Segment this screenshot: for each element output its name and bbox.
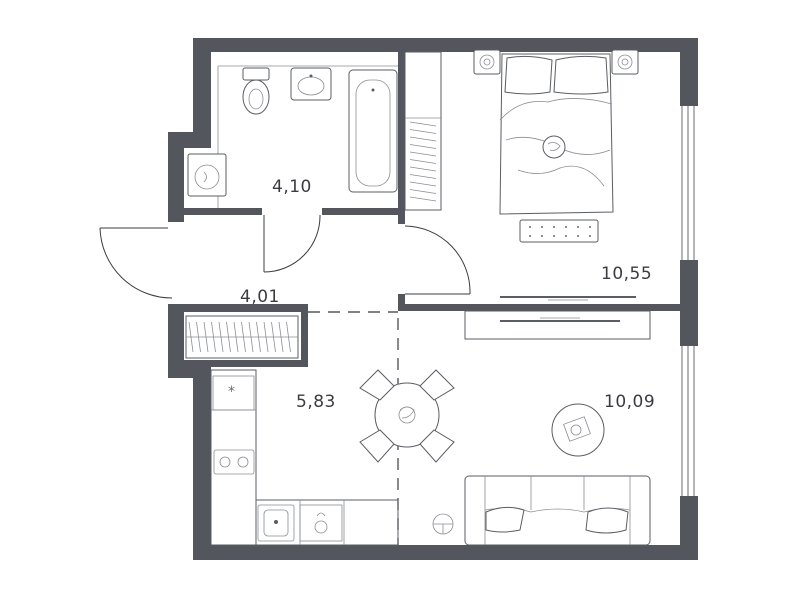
wall-bedroom-bottom — [398, 304, 698, 311]
hanger-mark — [196, 321, 201, 353]
hanger-mark — [256, 321, 261, 353]
hanger-mark — [271, 321, 276, 353]
washing-machine-icon — [187, 153, 227, 197]
kitchen-sink-icon — [257, 504, 295, 542]
sofa-icon — [432, 475, 651, 546]
wall-left-washer — [168, 132, 184, 222]
rug-dot — [529, 235, 531, 237]
hanger-mark — [409, 129, 437, 134]
dining-chair-top-left-icon — [359, 369, 395, 401]
rug-dot — [589, 235, 591, 237]
rug-dot — [577, 226, 579, 228]
hanger-mark — [409, 189, 437, 194]
wall-left-wardrobe — [168, 304, 184, 376]
wall-top — [193, 38, 698, 52]
hanger-mark — [409, 121, 437, 127]
hanger-mark — [409, 144, 437, 149]
wall-bath-bottom-right — [322, 208, 405, 215]
entrance-door — [99, 227, 173, 299]
rug-dot — [541, 235, 543, 237]
hanger-mark — [409, 136, 437, 142]
hanger-mark — [409, 196, 437, 202]
coffee-table-icon — [551, 403, 605, 457]
wall-left-kitchen — [193, 362, 211, 560]
hanger-mark — [278, 321, 284, 353]
hanger-mark — [203, 321, 209, 353]
wall-right-lower — [680, 496, 698, 560]
rug-dot — [541, 226, 543, 228]
hanger-mark — [211, 321, 216, 353]
walls — [168, 38, 698, 560]
wall-bath-bottom-left — [184, 208, 262, 215]
hanger-mark — [226, 321, 231, 353]
hanger-mark — [409, 166, 437, 172]
hallway-area-label: 4,01 — [240, 287, 280, 307]
nightstand-right-icon — [611, 49, 639, 75]
hanger-mark — [248, 321, 254, 353]
hanger-mark — [286, 321, 291, 353]
dining-chair-bottom-left-icon — [359, 429, 395, 463]
bed-cushion-icon — [542, 135, 566, 159]
nightstand-left-icon — [473, 49, 501, 75]
wall-left-upper — [193, 38, 211, 134]
hanger-mark — [263, 321, 269, 353]
wall-right-mid — [680, 260, 698, 346]
dishwasher-icon — [299, 504, 343, 542]
bedroom-door — [404, 225, 471, 295]
rug-dot — [589, 226, 591, 228]
rug-dot — [553, 226, 555, 228]
svg-text:*: * — [228, 384, 235, 400]
rug-dot — [565, 226, 567, 228]
bedroom-furniture — [404, 49, 639, 301]
window-living — [681, 346, 695, 496]
hallway-wardrobe-icon — [185, 315, 299, 359]
hanger-mark — [218, 321, 224, 353]
hanger-mark — [409, 174, 437, 179]
fridge-icon: * — [212, 375, 255, 411]
sink-icon — [290, 67, 332, 101]
hanger-mark — [409, 181, 437, 187]
dining-table-icon — [374, 382, 440, 448]
area-labels: 4,10 4,01 10,55 5,83 10,09 — [240, 177, 655, 412]
bathroom-door — [263, 214, 321, 273]
wall-right-upper — [680, 38, 698, 106]
bed-icon — [499, 53, 614, 215]
bedroom-tv-icon — [500, 296, 636, 301]
hanger-mark — [233, 321, 239, 353]
wall-wardrobe-right — [301, 304, 308, 366]
wall-bedroom-door-jamb — [398, 294, 405, 310]
kitchen-furniture: * — [210, 369, 455, 546]
bathroom-fixtures — [187, 65, 398, 208]
kitchen-area-label: 5,83 — [296, 392, 336, 412]
bedroom-wardrobe-icon — [404, 51, 442, 211]
toilet-icon — [242, 67, 270, 115]
living-furniture — [432, 310, 651, 546]
rug-dot — [577, 235, 579, 237]
rug-dot — [553, 235, 555, 237]
wall-bottom — [193, 545, 698, 560]
hanger-mark — [409, 151, 437, 157]
living-room-area-label: 10,09 — [604, 392, 655, 412]
doors — [99, 214, 471, 299]
wall-bath-bedroom — [398, 38, 405, 224]
bedroom-area-label: 10,55 — [601, 264, 652, 284]
windows — [681, 106, 695, 496]
rug-dot — [565, 235, 567, 237]
bathtub-icon — [348, 69, 398, 193]
hanger-mark — [241, 321, 246, 353]
tv-stand-icon — [464, 310, 651, 340]
rug-dot — [529, 226, 531, 228]
dining-chair-top-right-icon — [419, 369, 455, 401]
window-bedroom — [681, 106, 695, 260]
hanger-mark — [188, 321, 194, 353]
wall-wardrobe-bottom — [168, 360, 308, 367]
dining-chair-bottom-right-icon — [419, 429, 455, 463]
bathroom-area-label: 4,10 — [272, 177, 312, 197]
wall-wardrobe-top — [168, 304, 308, 312]
stove-icon — [213, 449, 255, 475]
hanger-mark — [409, 159, 437, 164]
bedroom-rug-icon — [519, 219, 599, 243]
